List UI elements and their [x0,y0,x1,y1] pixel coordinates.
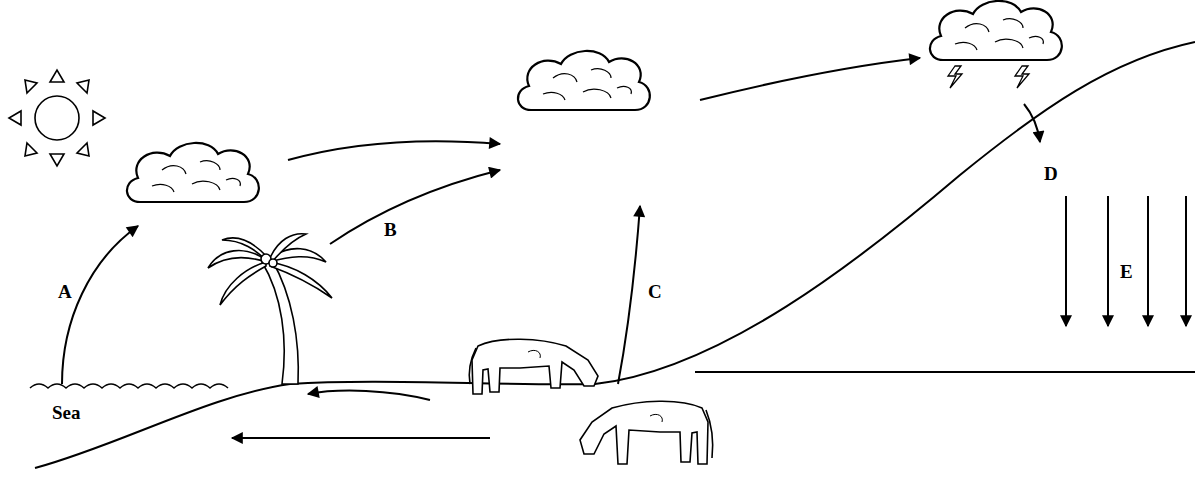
sun [9,70,105,166]
ground-line [35,42,1195,468]
cloud [518,51,650,110]
sea-waves [30,384,228,388]
cow [469,339,598,394]
cow [580,401,713,464]
callout-letter: B [384,220,397,239]
lightning [948,66,1029,88]
flow-arrows [62,58,1186,438]
area-label: Sea [52,403,81,422]
callout-letter: A [58,282,72,301]
underground-line [695,371,1195,373]
cloud [930,1,1062,60]
callout-letter: D [1044,164,1058,183]
cloud [127,143,259,202]
callout-letter: C [648,282,662,301]
callout-letter: E [1120,262,1133,281]
palm-tree [208,234,332,384]
